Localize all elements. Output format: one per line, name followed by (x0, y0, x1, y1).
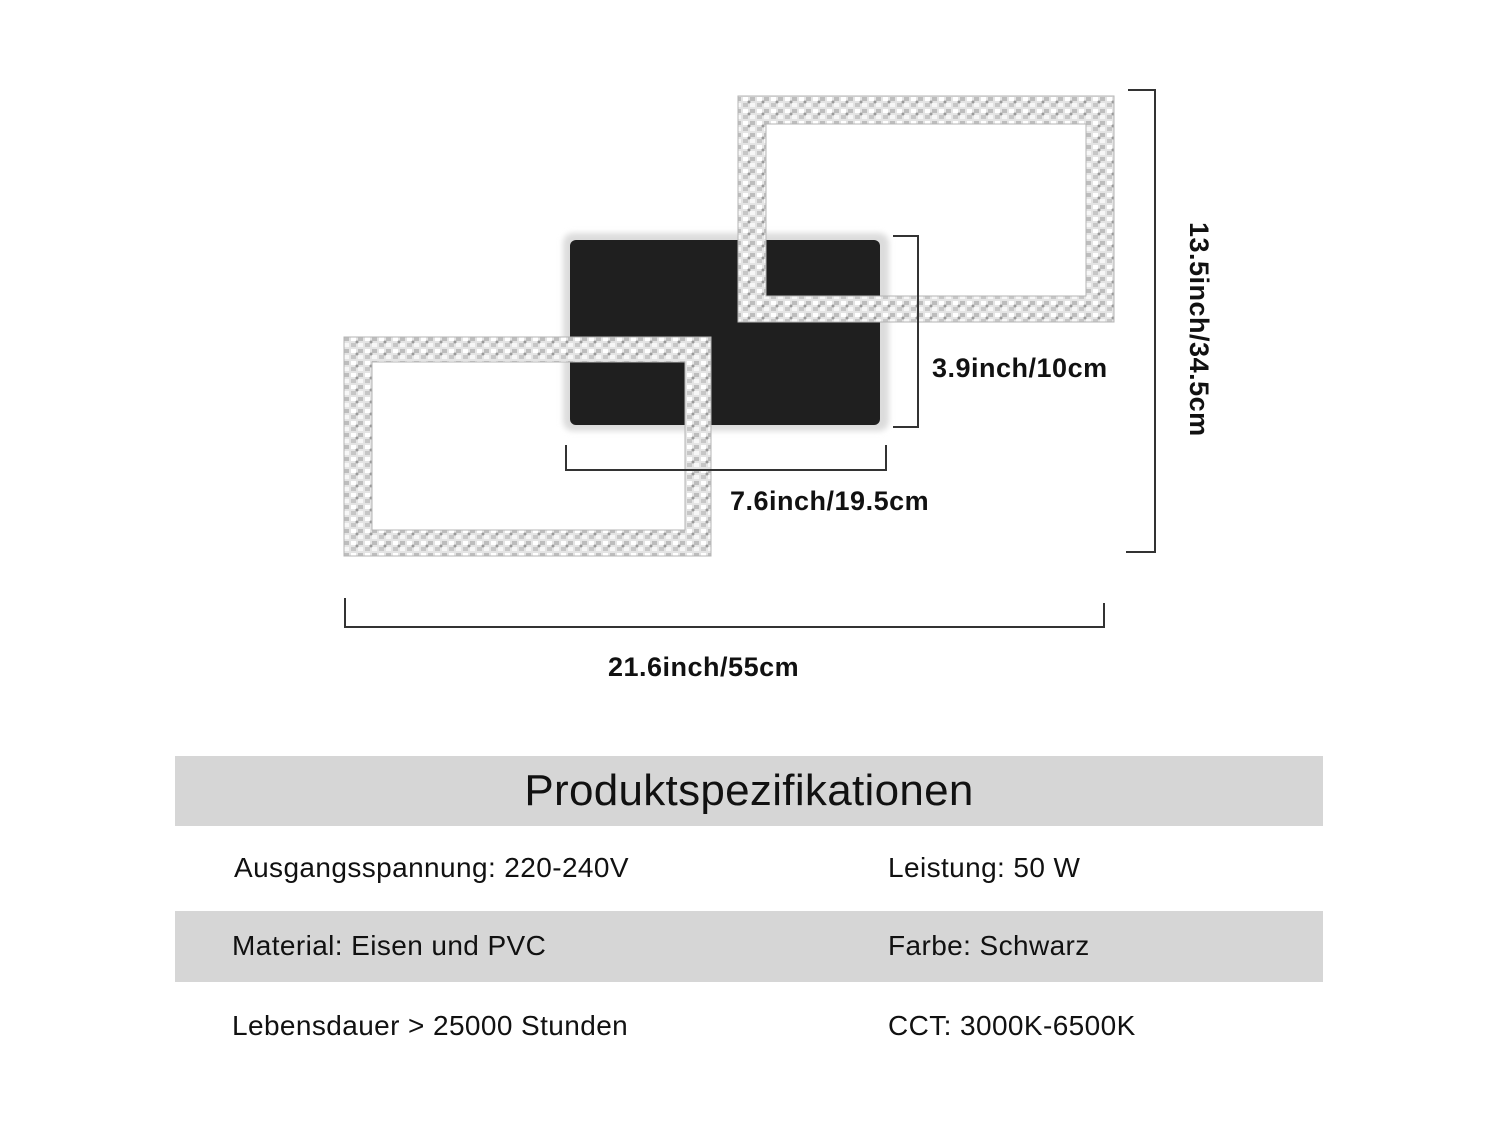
bottom-left-crystal-frame (343, 336, 712, 557)
total-height-dimension-line (1126, 89, 1156, 553)
total-width-dimension-line (344, 598, 1105, 628)
spec-color: Farbe: Schwarz (888, 930, 1090, 961)
spec-power: Leistung: 50 W (888, 852, 1081, 883)
base-height-label: 3.9inch/10cm (932, 353, 1108, 383)
top-right-crystal-frame (737, 95, 1115, 323)
base-height-dimension-line (893, 235, 919, 428)
spec-row-band (175, 911, 1323, 982)
base-width-dimension-line (565, 445, 887, 471)
spec-lifespan: Lebensdauer > 25000 Stunden (232, 1010, 629, 1041)
spec-material: Material: Eisen und PVC (232, 930, 547, 961)
lamp-diagram (343, 89, 1156, 628)
spec-title: Produktspezifikationen (524, 766, 974, 815)
spec-cct: CCT: 3000K-6500K (888, 1010, 1136, 1041)
base-plate (570, 240, 880, 425)
spec-voltage: Ausgangsspannung: 220-240V (234, 852, 629, 883)
spec-title-band (175, 756, 1323, 826)
base-width-label: 7.6inch/19.5cm (730, 486, 930, 516)
total-width-label: 21.6inch/55cm (608, 652, 800, 682)
total-height-label: 13.5inch/34.5cm (1184, 222, 1214, 437)
